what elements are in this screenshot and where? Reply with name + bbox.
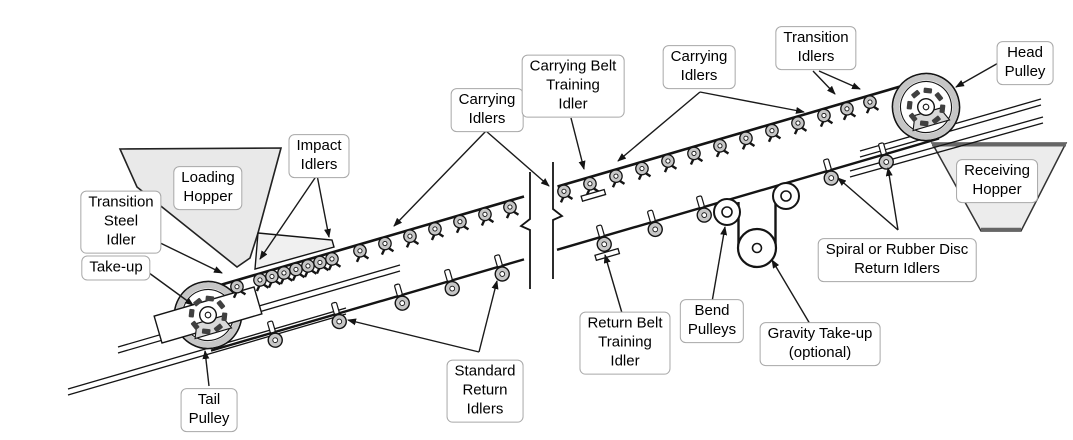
leader-carrying-idlers-right-2: [699, 91, 805, 114]
leader-impact-idlers-1: [259, 174, 318, 260]
leader-take-up: [144, 269, 194, 306]
leader-gravity-take-up: [771, 259, 811, 325]
impact-idler-symbol: [301, 259, 318, 278]
standard-return-idler-symbol: [331, 301, 347, 330]
idlers: [230, 95, 894, 348]
transition-idler-symbol: [840, 101, 857, 121]
bend-pulley-right: [772, 182, 800, 210]
standard-return-idler-symbol: [696, 195, 712, 223]
leader-standard-return-idlers-2: [478, 280, 499, 353]
label-spiral-return-idlers: Spiral or Rubber Disc Return Idlers: [817, 238, 977, 282]
leader-carrying-idlers-left-1: [393, 130, 487, 227]
label-gravity-take-up: Gravity Take-up (optional): [759, 322, 881, 366]
leader-return-belt-training-idler: [603, 254, 623, 314]
label-impact-idlers: Impact Idlers: [288, 134, 350, 178]
standard-return-idler-symbol: [394, 283, 410, 311]
label-tail-pulley: Tail Pulley: [180, 388, 238, 432]
carrying-idler-symbol: [478, 207, 495, 226]
leader-transition-idlers-1: [812, 70, 836, 95]
carrying-idler-symbol: [403, 229, 420, 248]
standard-return-idler-symbol: [647, 209, 663, 238]
leader-carrying-belt-training-idler: [570, 117, 586, 170]
leader-carrying-idlers-left-2: [485, 130, 550, 187]
label-standard-return-idlers: Standard Return Idlers: [446, 359, 524, 423]
leader-bend-pulleys: [711, 226, 728, 303]
head-pulley-symbol: [891, 72, 961, 142]
leader-head-pulley: [955, 61, 1001, 88]
leader-standard-return-idlers-1: [347, 318, 480, 353]
return-belt-line: [210, 137, 940, 352]
label-take-up: Take-up: [81, 255, 151, 281]
leader-spiral-return-idlers-1: [837, 177, 899, 231]
label-head-pulley: Head Pulley: [996, 41, 1054, 85]
leader-tail-pulley: [202, 350, 210, 387]
leader-impact-idlers-2: [316, 174, 331, 238]
leader-transition-idlers-2: [818, 70, 861, 90]
gravity-take-up-pulley: [736, 227, 778, 269]
carrying-idler-symbol: [661, 154, 678, 173]
belt-break-symbol: [519, 162, 564, 289]
bend-pulley-left: [713, 198, 741, 226]
label-carrying-belt-training-idler: Carrying Belt Training Idler: [521, 54, 625, 118]
label-transition-idlers: Transition Idlers: [775, 26, 857, 70]
carrying-idler-symbol: [453, 214, 470, 234]
standard-return-idler-symbol: [494, 254, 510, 282]
impact-idler-symbol: [325, 252, 342, 271]
impact-idler-symbol: [277, 266, 294, 285]
carrying-idler-symbol: [765, 123, 782, 143]
tail-pulley-symbol: [153, 280, 263, 350]
spiral-return-idler-symbol: [823, 158, 839, 186]
carrying-idler-symbol: [635, 161, 652, 181]
carrying-idler-symbol: [428, 222, 445, 241]
impact-idler-symbol: [289, 262, 306, 282]
label-loading-hopper: Loading Hopper: [173, 166, 243, 210]
standard-return-idler-symbol: [267, 320, 283, 348]
return-belt-training-idler-symbol: [594, 224, 621, 262]
gravity-take-up-assembly: [713, 182, 800, 269]
leader-transition-steel-idler: [149, 237, 223, 274]
carrying-idler-symbol: [817, 108, 834, 128]
label-bend-pulleys: Bend Pulleys: [679, 299, 745, 343]
carrying-belt-training-idler-symbol: [580, 176, 607, 203]
transition-idler-symbol: [863, 95, 880, 114]
label-carrying-idlers-right: Carrying Idlers: [662, 45, 736, 89]
carrying-idler-symbol: [557, 184, 574, 203]
standard-return-idler-symbol: [444, 268, 460, 297]
carrying-idler-symbol: [791, 116, 808, 135]
label-transition-steel-idler: Transition Steel Idler: [80, 190, 162, 254]
label-carrying-idlers-left: Carrying Idlers: [450, 88, 524, 132]
loading-skirtboard-shape: [254, 232, 335, 270]
carrying-idler-symbol: [378, 236, 395, 256]
leader-spiral-return-idlers-2: [885, 167, 899, 231]
impact-idler-symbol: [313, 255, 330, 275]
leader-carrying-idlers-right-1: [617, 91, 701, 162]
label-return-belt-training-idler: Return Belt Training Idler: [579, 311, 671, 375]
carrying-idler-symbol: [609, 169, 626, 188]
carrying-idler-symbol: [739, 131, 756, 150]
carrying-idler-symbol: [713, 138, 730, 158]
transition-steel-idler-symbol: [230, 279, 247, 299]
label-receiving-hopper: Receiving Hopper: [956, 159, 1038, 203]
pulleys: [153, 72, 961, 350]
leader-arrows: [144, 61, 1001, 387]
carrying-idler-symbol: [353, 243, 370, 263]
carrying-idler-symbol: [503, 200, 520, 219]
carrying-idler-symbol: [687, 146, 704, 166]
